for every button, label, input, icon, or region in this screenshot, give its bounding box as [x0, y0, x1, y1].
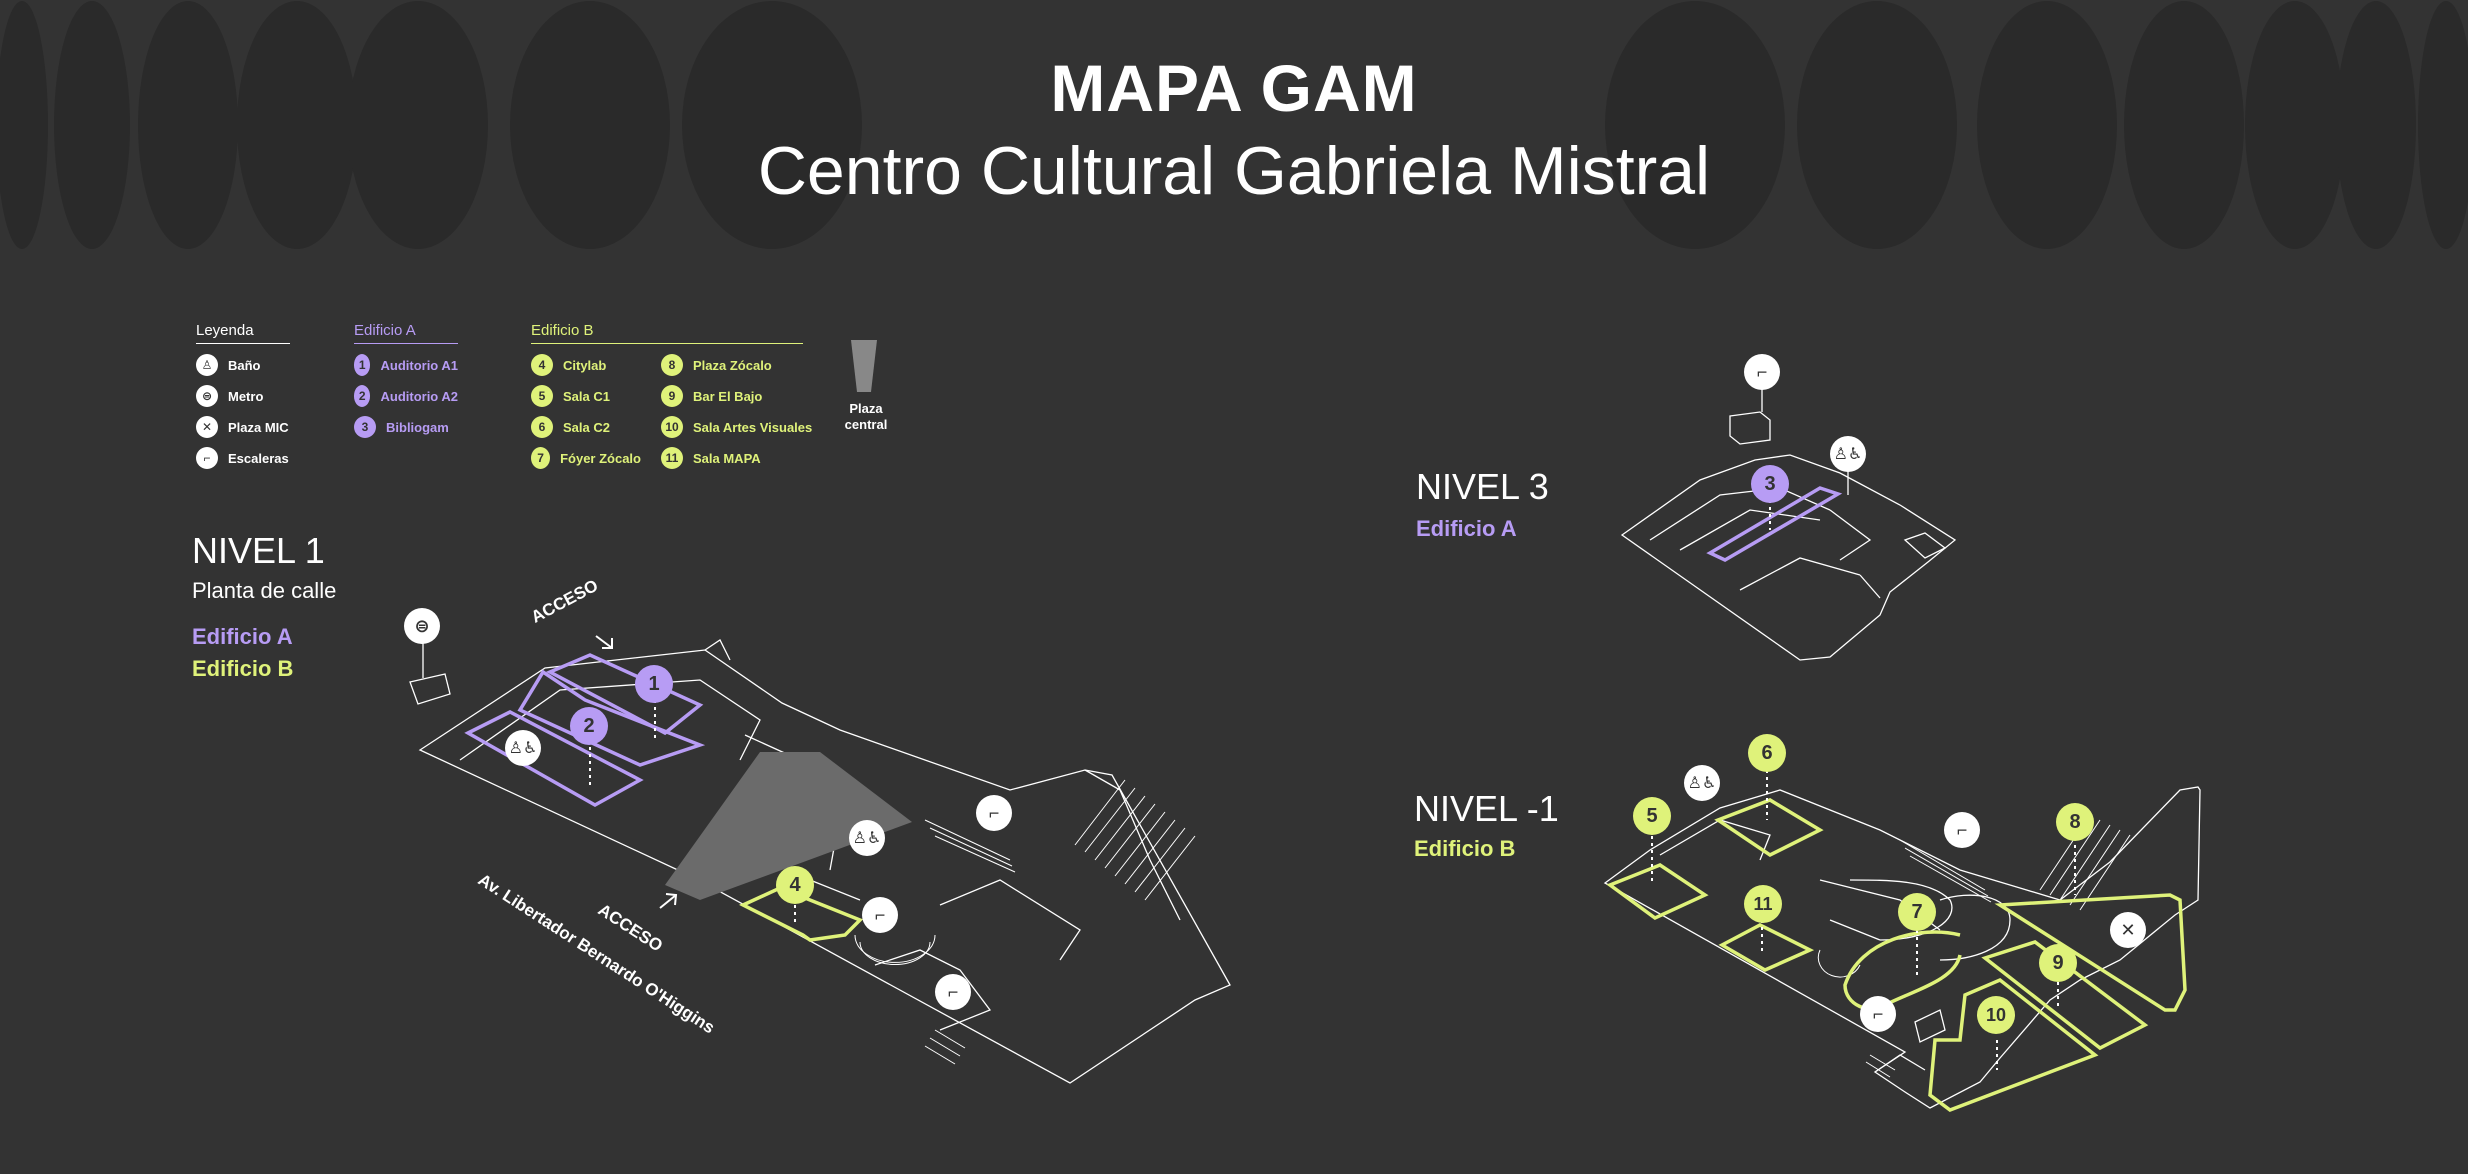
legend-item-label: Fóyer Zócalo [560, 450, 641, 466]
stairs-icon[interactable]: ⌐ [862, 897, 898, 933]
map-marker-10[interactable]: 10 [1977, 996, 2015, 1034]
legend-item-label: Sala C1 [563, 388, 610, 404]
nivel3-title: NIVEL 3 [1416, 466, 1549, 507]
nivel1-subtitle: Planta de calle [192, 578, 337, 603]
legend-item-plaza-mic: ✕ Plaza MIC [196, 416, 290, 438]
utensils-icon[interactable]: ✕ [2110, 912, 2146, 948]
metro-icon: ⊜ [196, 385, 218, 407]
stairs-icon[interactable]: ⌐ [976, 795, 1012, 831]
map-marker-5[interactable]: 5 [1633, 797, 1671, 835]
nivelm1-edificio-b-rooms [1606, 798, 2187, 1112]
legend-item-label: Escaleras [228, 450, 289, 466]
number-badge: 9 [661, 385, 683, 407]
legend-item-label: Bibliogam [386, 419, 449, 435]
page-subtitle: Centro Cultural Gabriela Mistral [757, 133, 1711, 209]
legend-item-citylab: 4 Citylab [531, 354, 641, 376]
legend-item-metro: ⊜ Metro [196, 385, 290, 407]
legend-item-plaza-zocalo: 8 Plaza Zócalo [661, 354, 812, 376]
nivel3-edificio-a-room [1706, 486, 1843, 562]
legend-item-label: Auditorio A2 [380, 388, 458, 404]
plaza-central-area [665, 752, 912, 900]
legend-item-auditorio-a2: 2 Auditorio A2 [354, 385, 458, 407]
nivel1-edificio-a: Edificio A [192, 624, 293, 649]
restroom-icon[interactable]: ♙♿ [1684, 765, 1720, 801]
map-marker-11[interactable]: 11 [1744, 885, 1782, 923]
decorative-ovals [0, 1, 2468, 249]
number-badge: 3 [354, 416, 376, 438]
legend-edificio-b-heading: Edificio B [531, 322, 803, 344]
stairs-icon[interactable]: ⌐ [1744, 354, 1780, 390]
nivel1-edificio-a-rooms [464, 653, 706, 808]
plaza-central-label: Plaza central [836, 401, 896, 433]
map-marker-6[interactable]: 6 [1748, 734, 1786, 772]
legend-item-auditorio-a1: 1 Auditorio A1 [354, 354, 458, 376]
map-marker-1[interactable]: 1 [635, 665, 673, 703]
nivelm1-edificio-b: Edificio B [1414, 836, 1516, 861]
stairs-icon[interactable]: ⌐ [935, 974, 971, 1010]
stairs-icon[interactable]: ⌐ [1860, 996, 1896, 1032]
legend-item-label: Plaza Zócalo [693, 357, 772, 373]
legend-item-label: Sala C2 [563, 419, 610, 435]
number-badge: 2 [354, 385, 371, 407]
legend-edificio-a: Edificio A 1 Auditorio A1 2 Auditorio A2… [354, 322, 458, 438]
legend-item-label: Bar El Bajo [693, 388, 763, 404]
legend-item-sala-c1: 5 Sala C1 [531, 385, 641, 407]
map-marker-9[interactable]: 9 [2039, 944, 2077, 982]
legend-item-stairs: ⌐ Escaleras [196, 447, 290, 469]
page-title: MAPA GAM [1050, 51, 1418, 125]
nivel1-floorplan [409, 630, 1231, 1084]
number-badge: 7 [531, 447, 551, 469]
nivel1-leaders [589, 700, 796, 925]
legend-item-sala-mapa: 11 Sala MAPA [661, 447, 812, 469]
legend-item-label: Sala Artes Visuales [693, 419, 813, 435]
map-marker-3[interactable]: 3 [1751, 465, 1789, 503]
map-marker-4[interactable]: 4 [776, 866, 814, 904]
restroom-icon: ♙ [196, 354, 218, 376]
number-badge: 1 [354, 354, 371, 376]
number-badge: 6 [531, 416, 553, 438]
plaza-label-line2: central [844, 417, 888, 432]
legend-edificio-a-heading: Edificio A [354, 322, 458, 344]
nivelm1-floorplan [1603, 786, 2201, 1109]
access-arrows [595, 635, 678, 909]
legend-item-label: Citylab [563, 357, 607, 373]
legend-item-label: Plaza MIC [228, 419, 289, 435]
nivel1-title: NIVEL 1 [192, 530, 325, 571]
metro-icon[interactable]: ⊜ [404, 608, 440, 644]
nivelm1-title: NIVEL -1 [1414, 788, 1559, 829]
number-badge: 5 [531, 385, 553, 407]
legend-item-sala-artes-visuales: 10 Sala Artes Visuales [661, 416, 812, 438]
stairs-icon: ⌐ [196, 447, 218, 469]
legend-heading: Leyenda [196, 322, 290, 344]
number-badge: 8 [661, 354, 683, 376]
legend-general: Leyenda ♙ Baño ⊜ Metro ✕ Plaza MIC ⌐ Esc… [196, 322, 290, 469]
plaza-label-line1: Plaza [849, 401, 883, 416]
map-marker-2[interactable]: 2 [570, 707, 608, 745]
legend-item-label: Baño [228, 357, 261, 373]
legend-item-label: Sala MAPA [693, 450, 761, 466]
plaza-central-icon [851, 340, 877, 392]
map-marker-7[interactable]: 7 [1898, 893, 1936, 931]
stairs-icon[interactable]: ⌐ [1944, 812, 1980, 848]
map-marker-8[interactable]: 8 [2056, 803, 2094, 841]
restroom-icon[interactable]: ♙♿ [849, 820, 885, 856]
legend-item-bibliogam: 3 Bibliogam [354, 416, 458, 438]
legend-edificio-b: Edificio B 4 Citylab 5 Sala C1 6 Sala C2… [531, 322, 812, 469]
legend-item-restroom: ♙ Baño [196, 354, 290, 376]
legend-item-bar-el-bajo: 9 Bar El Bajo [661, 385, 812, 407]
nivel1-edificio-b: Edificio B [192, 656, 294, 681]
number-badge: 4 [531, 354, 553, 376]
restroom-icon[interactable]: ♙♿ [505, 730, 541, 766]
legend-item-label: Auditorio A1 [380, 357, 458, 373]
nivelm1-leaders [1651, 770, 2076, 1070]
legend-item-foyer-zocalo: 7 Fóyer Zócalo [531, 447, 641, 469]
legend-item-label: Metro [228, 388, 264, 404]
number-badge: 10 [661, 416, 683, 438]
number-badge: 11 [661, 447, 683, 469]
legend-item-sala-c2: 6 Sala C2 [531, 416, 641, 438]
restroom-icon[interactable]: ♙♿ [1830, 436, 1866, 472]
nivel3-edificio-a: Edificio A [1416, 516, 1517, 541]
utensils-icon: ✕ [196, 416, 218, 438]
